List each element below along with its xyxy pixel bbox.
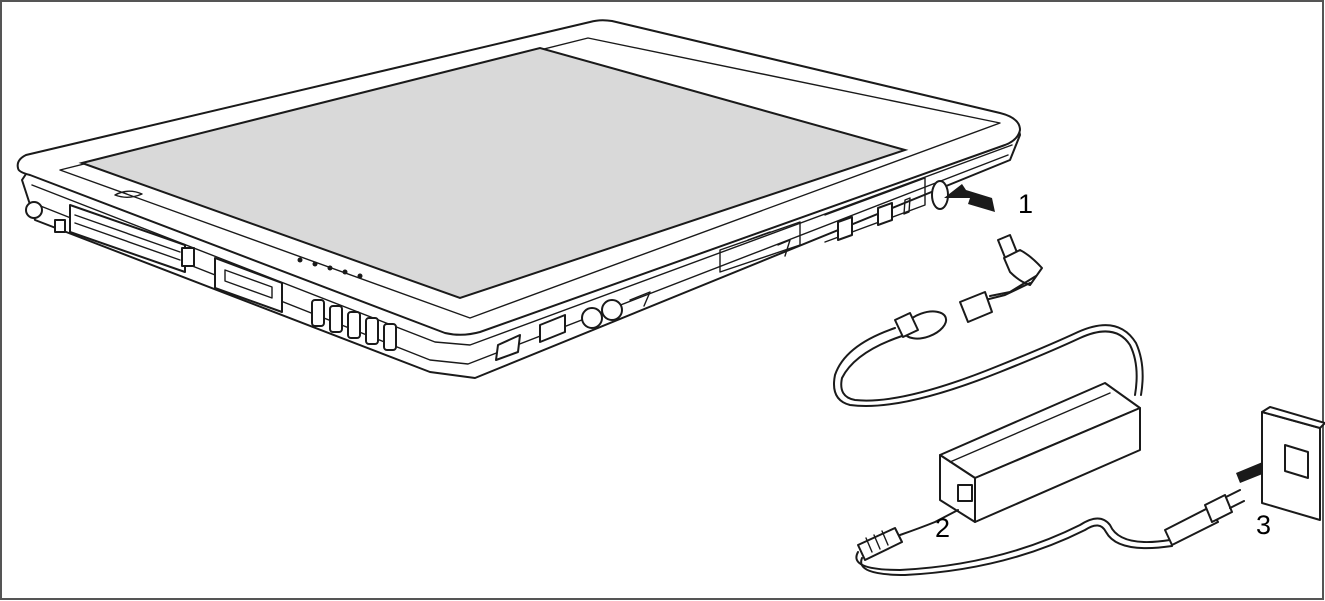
dc-plug-icon [894, 234, 1043, 340]
modem-port [877, 202, 893, 226]
port-block [214, 257, 283, 313]
mains-cable [855, 509, 1173, 576]
card-slot [69, 204, 186, 273]
tablet-screen [78, 46, 909, 300]
dc-cable [833, 324, 1144, 408]
mains-plug-icon [1164, 489, 1245, 546]
power-adapter-icon [939, 382, 1141, 523]
step-label-2: 2 [935, 513, 950, 543]
status-indicators [297, 257, 363, 279]
insert-arrow-icon-1 [944, 184, 995, 212]
wall-socket-icon [1261, 406, 1325, 521]
lan-port [837, 216, 853, 241]
step-label-1: 1 [1018, 189, 1033, 219]
tablet-pc-icon [16, 19, 1021, 379]
step-label-3: 3 [1256, 510, 1271, 540]
vent-slots [311, 299, 397, 351]
dc-in-jack [931, 180, 949, 210]
